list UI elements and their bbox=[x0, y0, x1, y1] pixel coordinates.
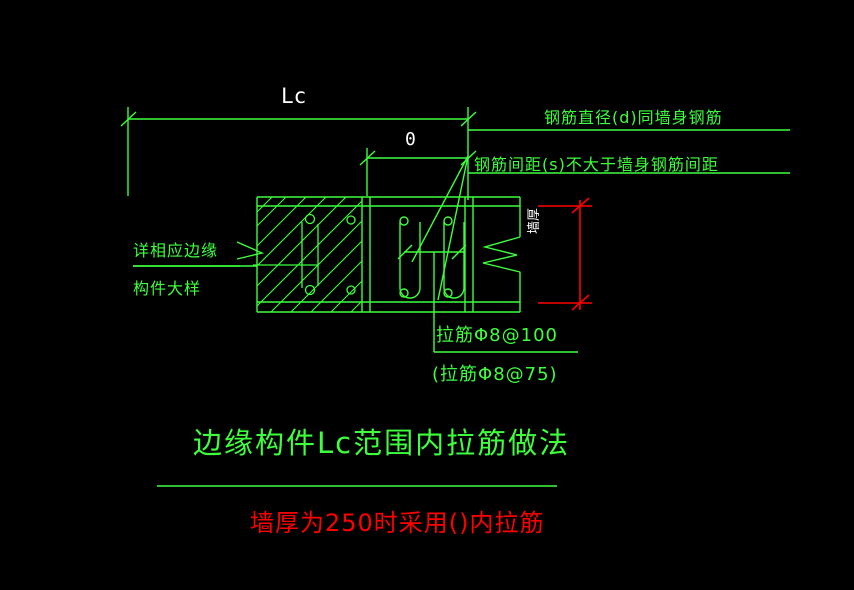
drawing-title: 边缘构件Lc范围内拉筋做法 bbox=[193, 426, 571, 460]
tie-tick-left bbox=[397, 244, 413, 260]
rebar-dot-1 bbox=[304, 213, 316, 225]
boundary-tie-bars bbox=[253, 222, 319, 288]
tie-hook-2 bbox=[443, 222, 465, 299]
detail-reference-leader bbox=[133, 241, 265, 267]
rebar-leader-b bbox=[437, 155, 469, 301]
tie-hook-2-eye-top bbox=[443, 216, 453, 226]
dim-inner-tick-right bbox=[460, 150, 477, 166]
dimension-label-wall-thickness: 墙厚 bbox=[527, 207, 542, 234]
dim-tick-right bbox=[460, 111, 477, 127]
drawing-note-red: 墙厚为250时采用()内拉筋 bbox=[250, 509, 545, 537]
tie-hook-1-eye-top bbox=[399, 216, 409, 226]
dimension-label-lc: Lc bbox=[281, 84, 307, 108]
thk-tick-bottom bbox=[571, 294, 590, 311]
callout-tie-bar-main: 拉筋Φ8@100 bbox=[436, 325, 558, 346]
boundary-element-hatch bbox=[256, 196, 363, 313]
wall-tie-bars bbox=[397, 216, 467, 312]
tie-hook-2-eye-bot bbox=[443, 288, 453, 298]
boundary-rebar-dots bbox=[304, 213, 356, 296]
note-rebar-spacing: 钢筋间距(s)不大于墙身钢筋间距 bbox=[474, 155, 719, 174]
thk-tick-top bbox=[571, 197, 590, 214]
dimension-label-inner: 0 bbox=[405, 129, 417, 150]
detail-leader-arrow bbox=[236, 241, 265, 260]
rebar-leaders bbox=[411, 155, 469, 301]
dim-inner-tick-left bbox=[359, 150, 376, 166]
wall-section-outline bbox=[256, 196, 521, 313]
tie-bar-callout bbox=[433, 312, 578, 353]
break-zigzag bbox=[482, 236, 521, 273]
note-rebar-diameter: 钢筋直径(d)同墙身钢筋 bbox=[544, 108, 723, 127]
note-leaders bbox=[468, 129, 790, 174]
dimension-lc bbox=[120, 107, 477, 200]
break-line-symbol bbox=[482, 236, 521, 273]
tie-hook-1-eye-bot bbox=[399, 288, 409, 298]
rebar-dot-4 bbox=[346, 285, 356, 295]
tie-hook-1 bbox=[399, 222, 421, 299]
dimension-wall-thickness bbox=[538, 197, 592, 311]
rebar-dot-3 bbox=[304, 284, 316, 296]
tie-tick-right bbox=[451, 244, 467, 260]
dimension-inner bbox=[359, 148, 477, 196]
callout-tie-bar-alternate: (拉筋Φ8@75) bbox=[432, 364, 558, 385]
note-detail-reference-line2: 构件大样 bbox=[133, 279, 202, 298]
dim-tick-left bbox=[120, 111, 137, 127]
note-detail-reference-line1: 详相应边缘 bbox=[133, 241, 219, 260]
rebar-dot-2 bbox=[346, 215, 356, 225]
rebar-leader-a bbox=[411, 155, 469, 263]
